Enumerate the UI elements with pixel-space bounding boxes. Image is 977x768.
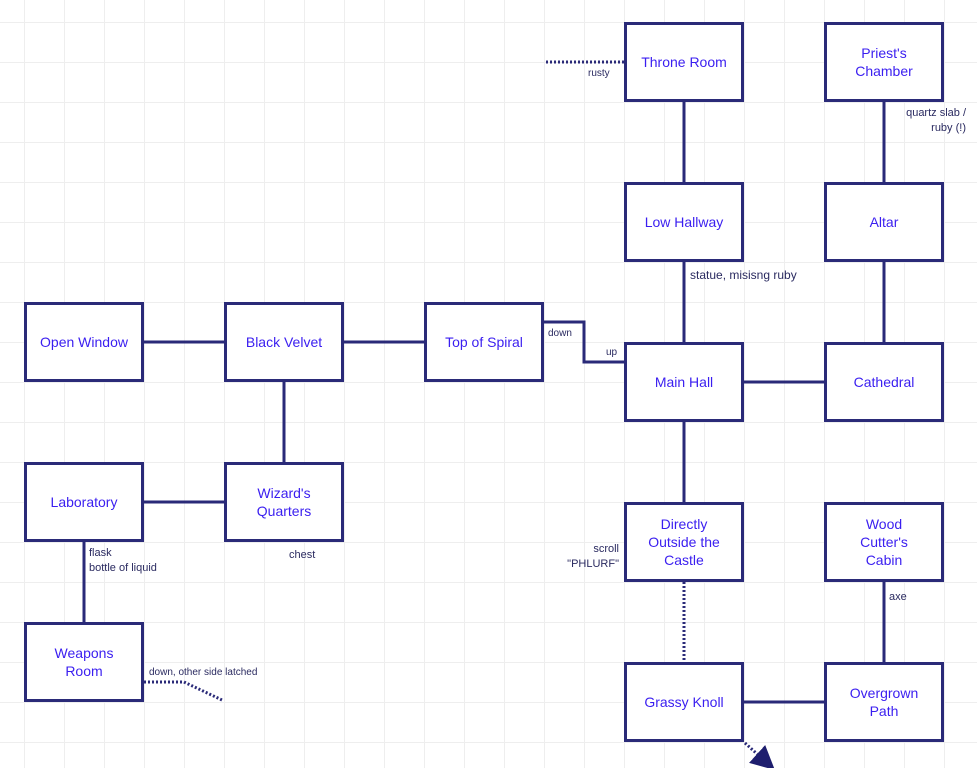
note-down-latched: down, other side latched	[149, 667, 258, 678]
room-top-of-spiral[interactable]: Top of Spiral	[424, 302, 544, 382]
room-label: Priest's Chamber	[855, 45, 913, 79]
room-label: Wood Cutter's Cabin	[860, 516, 908, 568]
room-label: Cathedral	[853, 374, 915, 390]
room-label: Overgrown Path	[849, 685, 919, 719]
room-laboratory[interactable]: Laboratory	[24, 462, 144, 542]
room-priests-chamber[interactable]: Priest's Chamber	[824, 22, 944, 102]
note-scroll: scroll "PHLURF"	[567, 543, 619, 570]
room-black-velvet[interactable]: Black Velvet	[224, 302, 344, 382]
connection-grassy-exit-arrow	[743, 741, 775, 768]
room-label: Throne Room	[641, 54, 727, 70]
room-label: Laboratory	[50, 494, 118, 510]
connection-topofspiral-mainhall	[544, 320, 624, 364]
note-statue: statue, misisng ruby	[690, 268, 797, 282]
room-overgrown-path[interactable]: Overgrown Path	[824, 662, 944, 742]
room-label: Wizard's Quarters	[256, 485, 312, 519]
room-grassy-knoll[interactable]: Grassy Knoll	[624, 662, 744, 742]
room-directly-outside-castle[interactable]: Directly Outside the Castle	[624, 502, 744, 582]
room-altar[interactable]: Altar	[824, 182, 944, 262]
room-weapons-room[interactable]: Weapons Room	[24, 622, 144, 702]
room-throne-room[interactable]: Throne Room	[624, 22, 744, 102]
room-wood-cutters-cabin[interactable]: Wood Cutter's Cabin	[824, 502, 944, 582]
room-label: Low Hallway	[644, 214, 724, 230]
room-label: Grassy Knoll	[644, 694, 724, 710]
room-label: Open Window	[40, 334, 128, 350]
room-cathedral[interactable]: Cathedral	[824, 342, 944, 422]
note-up: up	[606, 347, 618, 358]
room-label: Top of Spiral	[445, 334, 523, 350]
room-label: Weapons Room	[54, 645, 114, 679]
note-quartz-slab: quartz slab / ruby (!)	[906, 107, 966, 134]
room-main-hall[interactable]: Main Hall	[624, 342, 744, 422]
room-label: Altar	[869, 214, 899, 230]
note-chest: chest	[289, 549, 316, 561]
note-down: down	[548, 328, 572, 339]
room-wizards-quarters[interactable]: Wizard's Quarters	[224, 462, 344, 542]
note-axe: axe	[889, 591, 907, 603]
room-label: Directly Outside the Castle	[648, 516, 720, 568]
note-rusty: rusty	[588, 68, 610, 79]
room-open-window[interactable]: Open Window	[24, 302, 144, 382]
room-label: Main Hall	[654, 374, 714, 390]
room-low-hallway[interactable]: Low Hallway	[624, 182, 744, 262]
room-label: Black Velvet	[245, 334, 323, 350]
note-flask: flask bottle of liquid	[89, 547, 157, 574]
connection-weapons-down-dotted	[144, 680, 223, 702]
